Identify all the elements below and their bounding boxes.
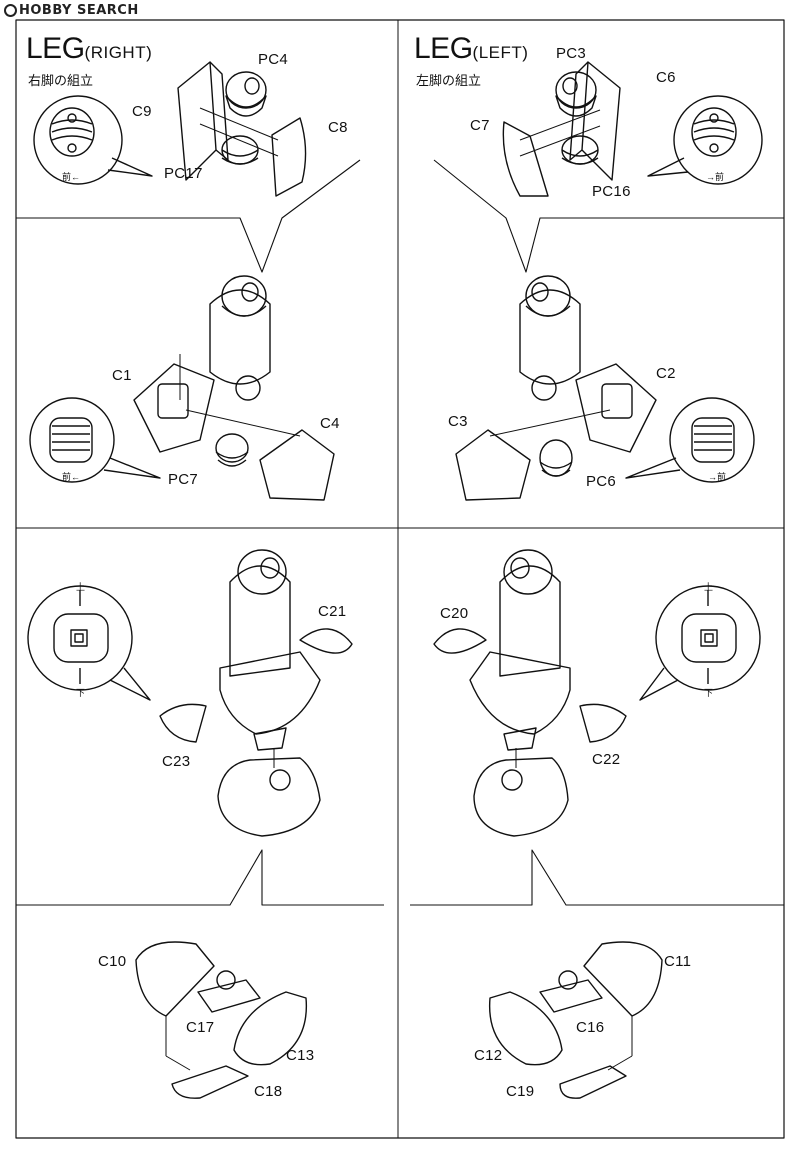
part-label: C18: [254, 1083, 283, 1100]
part-label: C2: [656, 365, 676, 382]
right-leg-subtitle: 右脚の組立: [28, 73, 94, 88]
part-drawing: [133, 275, 335, 501]
left-title-main: LEG: [414, 32, 473, 65]
part-label: C16: [576, 1019, 605, 1036]
part-label: C11: [664, 953, 692, 970]
orientation-down: 下: [704, 688, 714, 698]
part-label: C7: [470, 117, 490, 134]
direction-note: 前←: [62, 172, 81, 182]
direction-note: 前←: [62, 472, 81, 482]
part-label: PC3: [556, 45, 587, 62]
orientation-down: 下: [76, 688, 86, 698]
part-label: C12: [474, 1047, 503, 1064]
detail-bubble: [639, 585, 761, 701]
part-label: C22: [592, 751, 621, 768]
part-label: C6: [656, 69, 676, 86]
part-label: C1: [112, 367, 132, 384]
detail-bubble: [27, 585, 151, 701]
orientation-up: 上: [76, 582, 86, 592]
step-arrow-wedge: [16, 159, 361, 273]
left-title-paren: (LEFT): [472, 43, 529, 62]
part-label: C13: [286, 1047, 315, 1064]
part-drawing: [433, 549, 627, 837]
step-arrow-wedge: [433, 159, 784, 273]
part-label: C20: [440, 605, 469, 622]
detail-bubble: [625, 397, 755, 483]
step-arrow-wedge: [16, 849, 384, 906]
page-frame: [15, 19, 785, 1139]
part-drawing: [502, 61, 621, 197]
part-label: PC6: [586, 473, 617, 490]
detail-bubble: [647, 95, 763, 185]
part-label: C8: [328, 119, 348, 136]
part-label: C21: [318, 603, 347, 620]
part-label: C10: [98, 953, 127, 970]
orientation-up: 上: [704, 582, 714, 592]
right-title-main: LEG: [26, 32, 85, 65]
part-label: C17: [186, 1019, 215, 1036]
left-leg-subtitle: 左脚の組立: [416, 73, 482, 88]
part-label: PC7: [168, 471, 199, 488]
part-label: C9: [132, 103, 152, 120]
detail-bubble: [29, 397, 161, 483]
right-leg-title: LEG(RIGHT): [26, 34, 152, 64]
part-drawing: [135, 941, 308, 1099]
left-leg-title: LEG(LEFT): [414, 34, 528, 64]
part-drawing: [488, 941, 663, 1099]
part-drawing: [177, 61, 307, 197]
part-label: C19: [506, 1083, 535, 1100]
part-label: PC17: [164, 165, 203, 182]
watermark-logo: HOBBY SEARCH: [4, 3, 139, 18]
part-label: C3: [448, 413, 468, 430]
part-label: C23: [162, 753, 191, 770]
direction-note: →前: [708, 472, 727, 482]
logo-text: HOBBY SEARCH: [19, 3, 139, 18]
part-label: C4: [320, 415, 340, 432]
logo-icon: [4, 4, 17, 17]
step-arrow-wedge: [410, 849, 784, 906]
direction-note: →前: [706, 172, 725, 182]
part-label: PC4: [258, 51, 289, 68]
part-label: PC16: [592, 183, 631, 200]
detail-bubble: [33, 95, 153, 185]
part-drawing: [159, 549, 353, 837]
right-title-paren: (RIGHT): [84, 43, 153, 62]
part-drawing: [455, 275, 657, 501]
